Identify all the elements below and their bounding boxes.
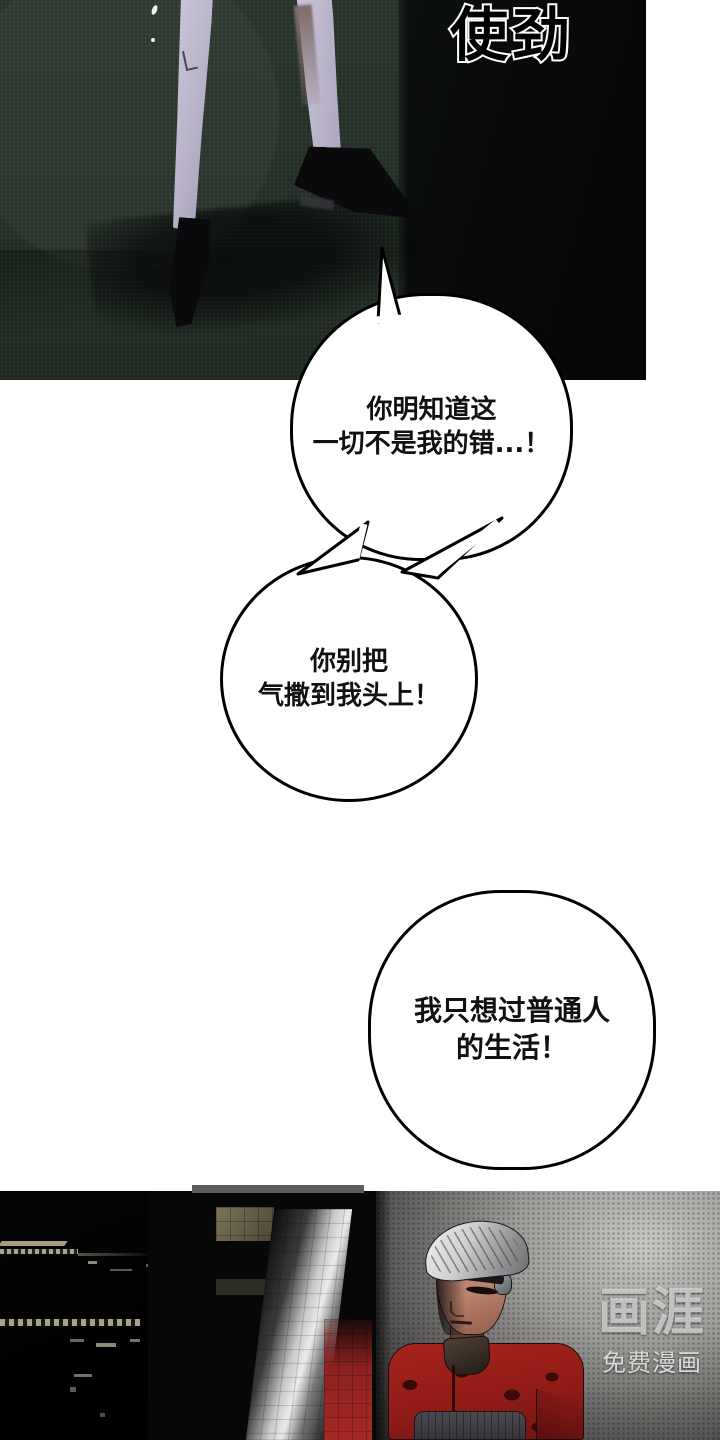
bubble-1-lower-tail <box>296 520 376 580</box>
bubble-3-line-2: 的生活！ <box>455 1031 568 1064</box>
character-nose <box>450 1301 464 1317</box>
character-panel: 画涯 免费漫画 <box>376 1191 720 1440</box>
bubble-1-line-2: 一切不是我的错...！ <box>312 429 551 459</box>
city-light-dot <box>110 1269 132 1271</box>
speech-bubble-3: 我只想过普通人 的生活！ <box>368 890 656 1170</box>
sparkle-icon <box>151 38 155 42</box>
city-light-dot <box>130 1339 140 1342</box>
bubble-2-line-2: 气撒到我头上！ <box>257 681 440 711</box>
sound-effect-text: 使劲 <box>448 0 574 71</box>
city-light-dot <box>88 1261 97 1264</box>
watermark: 画涯 免费漫画 <box>598 1287 706 1378</box>
city-light-dot <box>100 1413 105 1417</box>
panel-bottom: 画涯 免费漫画 <box>0 1191 720 1440</box>
city-light-dot <box>74 1374 92 1377</box>
bubble-1-tail <box>352 246 422 326</box>
bubble-3-line-1: 我只想过普通人 <box>413 994 610 1028</box>
watermark-sub-text: 免费漫画 <box>601 1349 702 1377</box>
city-light-dot <box>96 1343 116 1347</box>
mosaic-block <box>324 1319 372 1440</box>
watermark-main-text: 画涯 <box>597 1283 706 1343</box>
mosaic-censored-region <box>148 1191 376 1440</box>
mosaic-block <box>216 1207 274 1241</box>
city-light-strip <box>78 1253 156 1256</box>
character-figure <box>388 1215 584 1440</box>
character-vest-stripes <box>414 1411 526 1440</box>
city-light-strip <box>0 1241 68 1246</box>
bubble-2-tail <box>398 516 508 586</box>
city-light-strip <box>0 1319 140 1326</box>
bubble-2-line-1: 你别把 <box>309 646 388 677</box>
grey-divider-bar <box>192 1185 364 1193</box>
character-shirt-placket <box>452 1365 455 1440</box>
panel-top: 使劲 <box>0 0 646 380</box>
city-light-strip <box>0 1249 78 1254</box>
city-light-dot <box>70 1339 84 1342</box>
speech-bubble-2: 你别把 气撒到我头上！ <box>220 556 478 802</box>
city-light-dot <box>70 1387 76 1392</box>
bubble-1-line-1: 你明知道这 <box>366 394 497 425</box>
